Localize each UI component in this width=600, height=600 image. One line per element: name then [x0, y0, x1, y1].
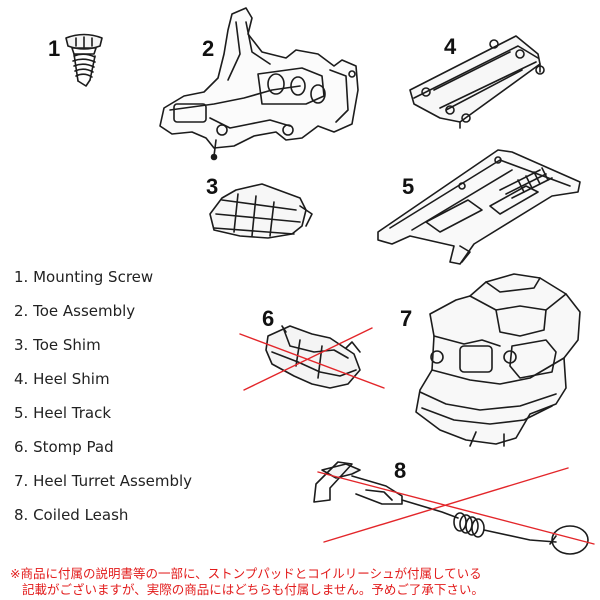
toe-assembly-drawing — [159, 7, 359, 161]
legend-item-heel-turret-assembly: 7. Heel Turret Assembly — [14, 472, 193, 490]
legend-item-toe-shim: 3. Toe Shim — [14, 336, 101, 354]
callout-4: 4 — [444, 34, 457, 59]
notice-line-2: 記載がございますが、実際の商品にはどちらも付属しません。予めご了承下さい。 — [22, 582, 484, 597]
stomp-pad-cross-line-1 — [239, 333, 385, 389]
callout-6: 6 — [262, 306, 275, 331]
legend-item-stomp-pad: 6. Stomp Pad — [14, 438, 114, 456]
notice-line-1: ※商品に付属の説明書等の一部に、ストンプパッドとコイルリーシュが付属している — [10, 566, 482, 581]
callout-8: 8 — [394, 458, 407, 483]
callout-5: 5 — [402, 174, 415, 199]
heel-track-drawing — [377, 149, 581, 265]
callout-7: 7 — [400, 306, 413, 331]
stomp-pad-cross-line-2 — [243, 327, 373, 391]
coiled-leash-cross-line-1 — [317, 471, 595, 545]
legend-item-heel-shim: 4. Heel Shim — [14, 370, 110, 388]
legend-item-mounting-screw: 1. Mounting Screw — [14, 268, 154, 286]
callout-3: 3 — [206, 174, 219, 199]
callout-2: 2 — [202, 36, 215, 61]
toe-shim-drawing — [209, 183, 313, 239]
legend-item-heel-track: 5. Heel Track — [14, 404, 112, 422]
coiled-leash-cross-line-2 — [323, 467, 569, 543]
coiled-leash-drawing — [313, 461, 589, 555]
callout-1: 1 — [48, 36, 61, 61]
legend-item-toe-assembly: 2. Toe Assembly — [14, 302, 136, 320]
mounting-screw-drawing — [65, 33, 103, 87]
heel-shim-drawing — [409, 35, 545, 129]
parts-legend: 1. Mounting Screw 2. Toe Assembly 3. Toe… — [14, 266, 192, 538]
legend-item-coiled-leash: 8. Coiled Leash — [14, 506, 129, 524]
heel-turret-drawing — [415, 273, 581, 447]
notice-text: ※商品に付属の説明書等の一部に、ストンプパッドとコイルリーシュが付属している 記… — [10, 566, 595, 598]
